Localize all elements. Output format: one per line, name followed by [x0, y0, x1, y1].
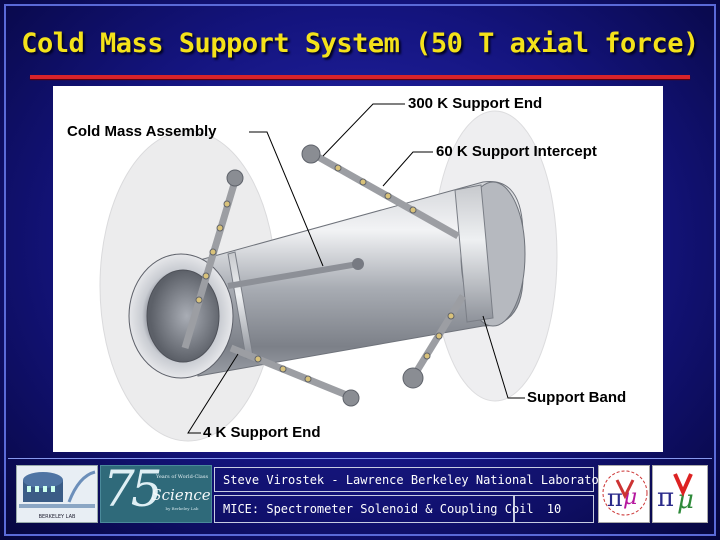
svg-text:π: π	[607, 484, 623, 512]
mice-logo-graphic: π μ	[602, 470, 648, 516]
cylinder-mid-rod-end	[352, 258, 364, 270]
project-line: MICE: Spectrometer Solenoid & Coupling C…	[214, 495, 534, 523]
cylinder-bore	[146, 269, 220, 363]
mice-logo-icon: π μ	[598, 465, 650, 523]
anniversary-number: 75	[103, 465, 163, 518]
slide-title: Cold Mass Support System (50 T axial for…	[21, 28, 699, 59]
svg-text:π: π	[657, 483, 674, 513]
anniversary-science-word: Science	[151, 486, 211, 504]
page-number: 10	[514, 495, 594, 523]
leader-4k	[187, 353, 239, 434]
label-300k-support-end: 300 K Support End	[408, 95, 543, 112]
tie-rod-upper-right	[301, 144, 460, 240]
support-band-right	[454, 184, 494, 323]
tie-rod-lower-left	[229, 344, 360, 407]
label-support-band: Support Band	[527, 389, 627, 406]
lbnl-logo-icon: BERKELEY LAB	[16, 465, 98, 523]
label-60k-support-intercept: 60 K Support Intercept	[436, 143, 597, 160]
label-4k-support-end: 4 K Support End	[203, 424, 321, 441]
leader-60k	[382, 151, 433, 187]
mice-logo-alt-icon: π μ	[652, 465, 708, 523]
lbnl-logo-text: BERKELEY LAB	[38, 514, 76, 520]
leader-300k	[322, 103, 405, 157]
cylinder-mid-rod	[227, 261, 359, 289]
tie-rod-upper-left	[181, 169, 244, 350]
mice-logo-alt-graphic: π μ	[657, 473, 694, 515]
label-cold-mass-assembly: Cold Mass Assembly	[67, 123, 217, 140]
leader-support-band	[482, 315, 525, 399]
cold-mass-drawing	[99, 103, 558, 442]
slide-frame	[4, 4, 716, 536]
slide-footer: BERKELEY LAB 75 Years of World-Class Sci…	[8, 458, 712, 530]
anniversary-tiny-text: by Berkeley Lab	[165, 506, 199, 511]
cold-mass-figure: 300 K Support End Cold Mass Assembly 60 …	[53, 86, 663, 452]
title-underline	[30, 75, 690, 79]
lbnl-building-icon	[19, 470, 96, 508]
anniversary-75-logo-icon: 75 Years of World-Class Science by Berke…	[100, 465, 212, 523]
leader-cold-mass	[249, 131, 324, 267]
anniversary-small-text: Years of World-Class	[155, 474, 209, 480]
author-line: Steve Virostek - Lawrence Berkeley Natio…	[214, 467, 613, 492]
tie-rod-lower-right	[402, 294, 466, 389]
